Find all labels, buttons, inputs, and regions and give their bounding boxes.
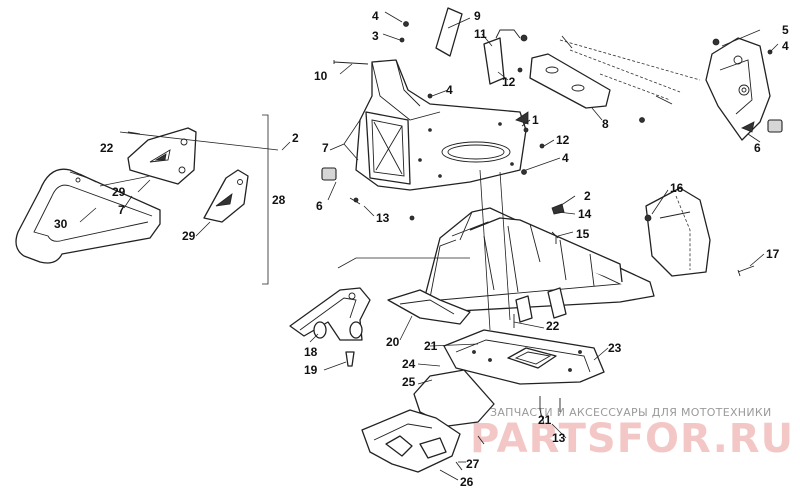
- callout-14: 14: [578, 207, 592, 221]
- callout-22: 22: [100, 141, 114, 155]
- callout-1: 1: [532, 113, 539, 127]
- callout-3: 3: [372, 29, 379, 43]
- plate-8: [529, 53, 611, 109]
- callout-23: 23: [608, 341, 622, 355]
- watermark-tagline: ЗАПЧАСТИ И АКСЕССУАРЫ ДЛЯ МОТОТЕХНИКИ: [490, 406, 772, 419]
- callout-18: 18: [304, 345, 318, 359]
- watermark-logo: PARTSFOR.RU: [470, 416, 794, 462]
- rubber-block-left: [321, 167, 337, 181]
- callout-8: 8: [602, 117, 609, 131]
- callout-19: 19: [304, 363, 318, 377]
- callout-4: 4: [446, 83, 453, 97]
- callouts: 4 3 9 11 10 12 4 8 1 12 4 7 6 13 5 4 6 2…: [54, 9, 789, 489]
- callout-12: 12: [556, 133, 570, 147]
- skid-plate: [443, 329, 605, 385]
- callout-24: 24: [402, 357, 416, 371]
- callout-7: 7: [322, 141, 329, 155]
- callout-10: 10: [314, 69, 328, 83]
- side-mount-plate: [645, 187, 711, 277]
- callout-22: 22: [546, 319, 560, 333]
- callout-20: 20: [386, 335, 400, 349]
- nose-pan: [355, 59, 529, 191]
- callout-27: 27: [466, 457, 480, 471]
- bumper-bracket-right: [203, 169, 249, 223]
- bolt-10: [333, 60, 369, 65]
- callout-2: 2: [584, 189, 591, 203]
- callout-6: 6: [316, 199, 323, 213]
- callout-21: 21: [538, 413, 552, 427]
- spindle-bracket: [289, 287, 371, 341]
- bumper-bracket-left: [127, 127, 197, 185]
- callout-21: 21: [424, 339, 438, 353]
- callout-13: 13: [552, 431, 566, 445]
- callout-4: 4: [562, 151, 569, 165]
- fastener-19: [345, 351, 355, 367]
- callout-2: 2: [292, 131, 299, 145]
- callout-6: 6: [754, 141, 761, 155]
- front-frame: [387, 207, 655, 325]
- callout-16: 16: [670, 181, 684, 195]
- callout-13: 13: [376, 211, 390, 225]
- mount-plate: [435, 7, 463, 57]
- callout-7: 7: [118, 203, 125, 217]
- callout-25: 25: [402, 375, 416, 389]
- callout-29: 29: [112, 185, 126, 199]
- callout-30: 30: [54, 217, 68, 231]
- callout-4: 4: [372, 9, 379, 23]
- steering-bracket: [705, 37, 771, 141]
- lower-guard: [361, 409, 461, 473]
- callout-17: 17: [766, 247, 780, 261]
- bolt-17: [737, 265, 755, 277]
- callout-5: 5: [782, 23, 789, 37]
- callout-12: 12: [502, 75, 516, 89]
- callout-15: 15: [576, 227, 590, 241]
- front-bumper: [15, 168, 161, 264]
- callout-26: 26: [460, 475, 474, 489]
- leader-lines: [79, 11, 779, 481]
- callout-11: 11: [474, 27, 487, 41]
- callout-4: 4: [782, 39, 789, 53]
- callout-9: 9: [474, 9, 481, 23]
- rubber-block-right: [767, 119, 783, 133]
- callout-29: 29: [182, 229, 196, 243]
- callout-28: 28: [272, 193, 286, 207]
